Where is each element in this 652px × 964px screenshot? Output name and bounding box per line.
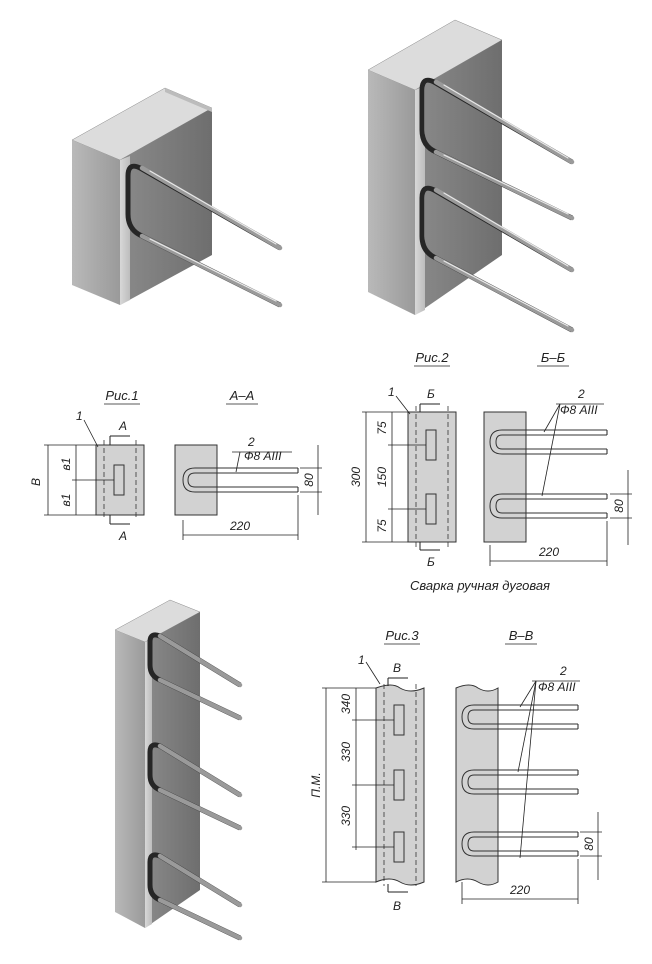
welding-note: Сварка ручная дуговая (410, 578, 550, 593)
render-embed-single-loop (71, 87, 283, 308)
fig2-dim-mid: 150 (375, 467, 389, 487)
fig1-pos-1: 1 (76, 409, 83, 423)
fig2-pos-1: 1 (388, 385, 395, 399)
fig3-drawing: Рис.3 В–В В В 1 П.М. 340 330 330 (309, 628, 602, 913)
fig2-pos-2: 2 (577, 387, 585, 401)
fig1-dim-length: 220 (229, 519, 250, 533)
fig1-channel-section (174, 444, 218, 516)
fig3-channel-section (455, 684, 499, 886)
fig1-cut-bottom-label: А (118, 529, 127, 543)
fig3-dim-total: П.М. (309, 772, 323, 797)
fig3-bar-spec: Ф8 АIII (538, 680, 576, 694)
fig1-pos-2: 2 (247, 435, 255, 449)
fig3-channel-front (375, 684, 425, 886)
fig1-dim-loop: 80 (302, 473, 316, 487)
fig2-dim-length: 220 (538, 545, 559, 559)
render-embed-continuous (114, 599, 243, 941)
fig2-section-title: Б–Б (541, 350, 566, 365)
fig3-title: Рис.3 (385, 628, 419, 643)
fig2-drawing: Рис.2 Б–Б Б Б 1 300 75 150 75 (349, 350, 632, 593)
fig2-dim-loop: 80 (612, 499, 626, 513)
render-embed-two-loops (367, 19, 575, 333)
fig3-cut-top-label: В (393, 661, 401, 675)
fig2-title: Рис.2 (415, 350, 449, 365)
fig3-dim-first: 340 (339, 694, 353, 714)
fig2-dim-top: 75 (375, 421, 389, 435)
fig3-dim-second: 330 (339, 742, 353, 762)
fig3-dim-third: 330 (339, 806, 353, 826)
fig2-channel-front (407, 411, 457, 543)
fig3-dim-loop: 80 (582, 837, 596, 851)
fig3-pos-2: 2 (559, 664, 567, 678)
fig1-bar-spec: Ф8 АIII (244, 449, 282, 463)
fig1-dim-height: В (29, 478, 43, 486)
fig2-dim-total: 300 (349, 467, 363, 487)
fig2-channel-section (483, 411, 527, 543)
fig2-dim-bottom: 75 (375, 519, 389, 533)
fig3-pos-1: 1 (358, 653, 365, 667)
fig2-bar-spec: Ф8 АIII (560, 403, 598, 417)
fig1-dim-lower: в1 (59, 494, 73, 507)
fig2-cut-bottom-label: Б (427, 555, 435, 569)
fig3-cut-bottom-label: В (393, 899, 401, 913)
fig1-dim-upper: в1 (59, 458, 73, 471)
fig1-cut-top-label: А (118, 419, 127, 433)
fig2-cut-top-label: Б (427, 387, 435, 401)
fig3-section-title: В–В (509, 628, 534, 643)
fig1-title: Рис.1 (105, 388, 138, 403)
fig1-section-title: А–А (229, 388, 255, 403)
fig1-drawing: Рис.1 А–А А А 1 В в1 в1 (29, 388, 322, 543)
fig3-dim-length: 220 (509, 883, 530, 897)
